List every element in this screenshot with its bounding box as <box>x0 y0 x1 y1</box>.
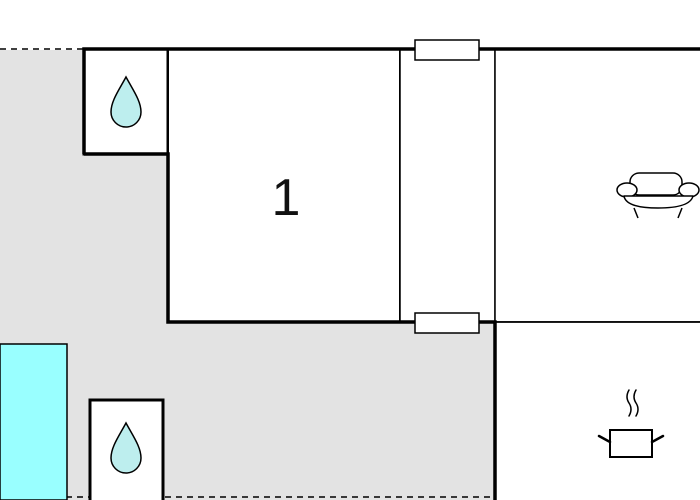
corridor <box>399 48 496 323</box>
water-drop-icon <box>110 421 142 474</box>
sofa-icon <box>616 172 700 219</box>
kitchen <box>494 321 700 500</box>
water-drop-icon <box>110 75 142 128</box>
room-number-label: 1 <box>272 169 301 227</box>
inner-wall-left <box>84 152 497 500</box>
window-top <box>414 39 480 61</box>
window-middle <box>414 312 480 334</box>
outer-wall <box>82 47 700 154</box>
cooking-pot-icon <box>597 389 665 458</box>
pool <box>0 343 68 500</box>
outdoor-terrace <box>0 50 495 500</box>
